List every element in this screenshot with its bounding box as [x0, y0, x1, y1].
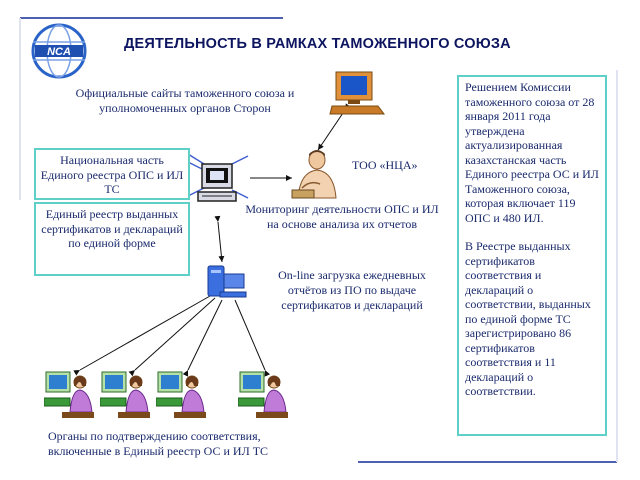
- link-op2: [128, 297, 216, 377]
- online-caption: On-line загрузка ежедневных отчётов из П…: [278, 268, 426, 312]
- network-pc-icon: [207, 265, 247, 298]
- official-sites-caption: Официальные сайты таможенного союза и уп…: [75, 86, 295, 115]
- national-part-box: Национальная часть Единого реестра ОПС и…: [34, 148, 190, 200]
- link-db-network: [214, 215, 225, 263]
- link-sites-too: [317, 103, 351, 151]
- link-op1: [73, 295, 211, 376]
- page-title: ДЕЯТЕЛЬНОСТЬ В РАМКАХ ТАМОЖЕННОГО СОЮЗА: [124, 36, 511, 52]
- link-op4: [234, 299, 271, 377]
- operator-at-computer-icon: [156, 371, 206, 418]
- nca-logo-icon: NCA: [31, 23, 87, 79]
- analyst-person-icon: [291, 150, 337, 199]
- operator-at-computer-icon: [44, 371, 94, 418]
- registry-info-paragraph-1: Решением Комиссии таможенного союза от 2…: [465, 80, 599, 225]
- registry-info-box: Решением Комиссии таможенного союза от 2…: [457, 75, 607, 436]
- database-terminal-icon: [187, 153, 249, 202]
- monitoring-caption: Мониторинг деятельности ОПС и ИЛ на осно…: [245, 202, 439, 231]
- unified-registry-box: Единый реестр выданных сертификатов и де…: [34, 202, 190, 276]
- bodies-caption: Органы по подтверждению соответствия, вк…: [48, 429, 269, 458]
- too-label: ТОО «НЦА»: [352, 158, 418, 172]
- link-op3: [182, 299, 223, 377]
- registry-info-paragraph-2: В Реестре выданных сертификатов соответс…: [465, 239, 591, 398]
- logo-text: NCA: [47, 46, 71, 58]
- operator-at-computer-icon: [238, 371, 288, 418]
- operator-at-computer-icon: [100, 371, 150, 418]
- desktop-computer-icon: [329, 71, 385, 115]
